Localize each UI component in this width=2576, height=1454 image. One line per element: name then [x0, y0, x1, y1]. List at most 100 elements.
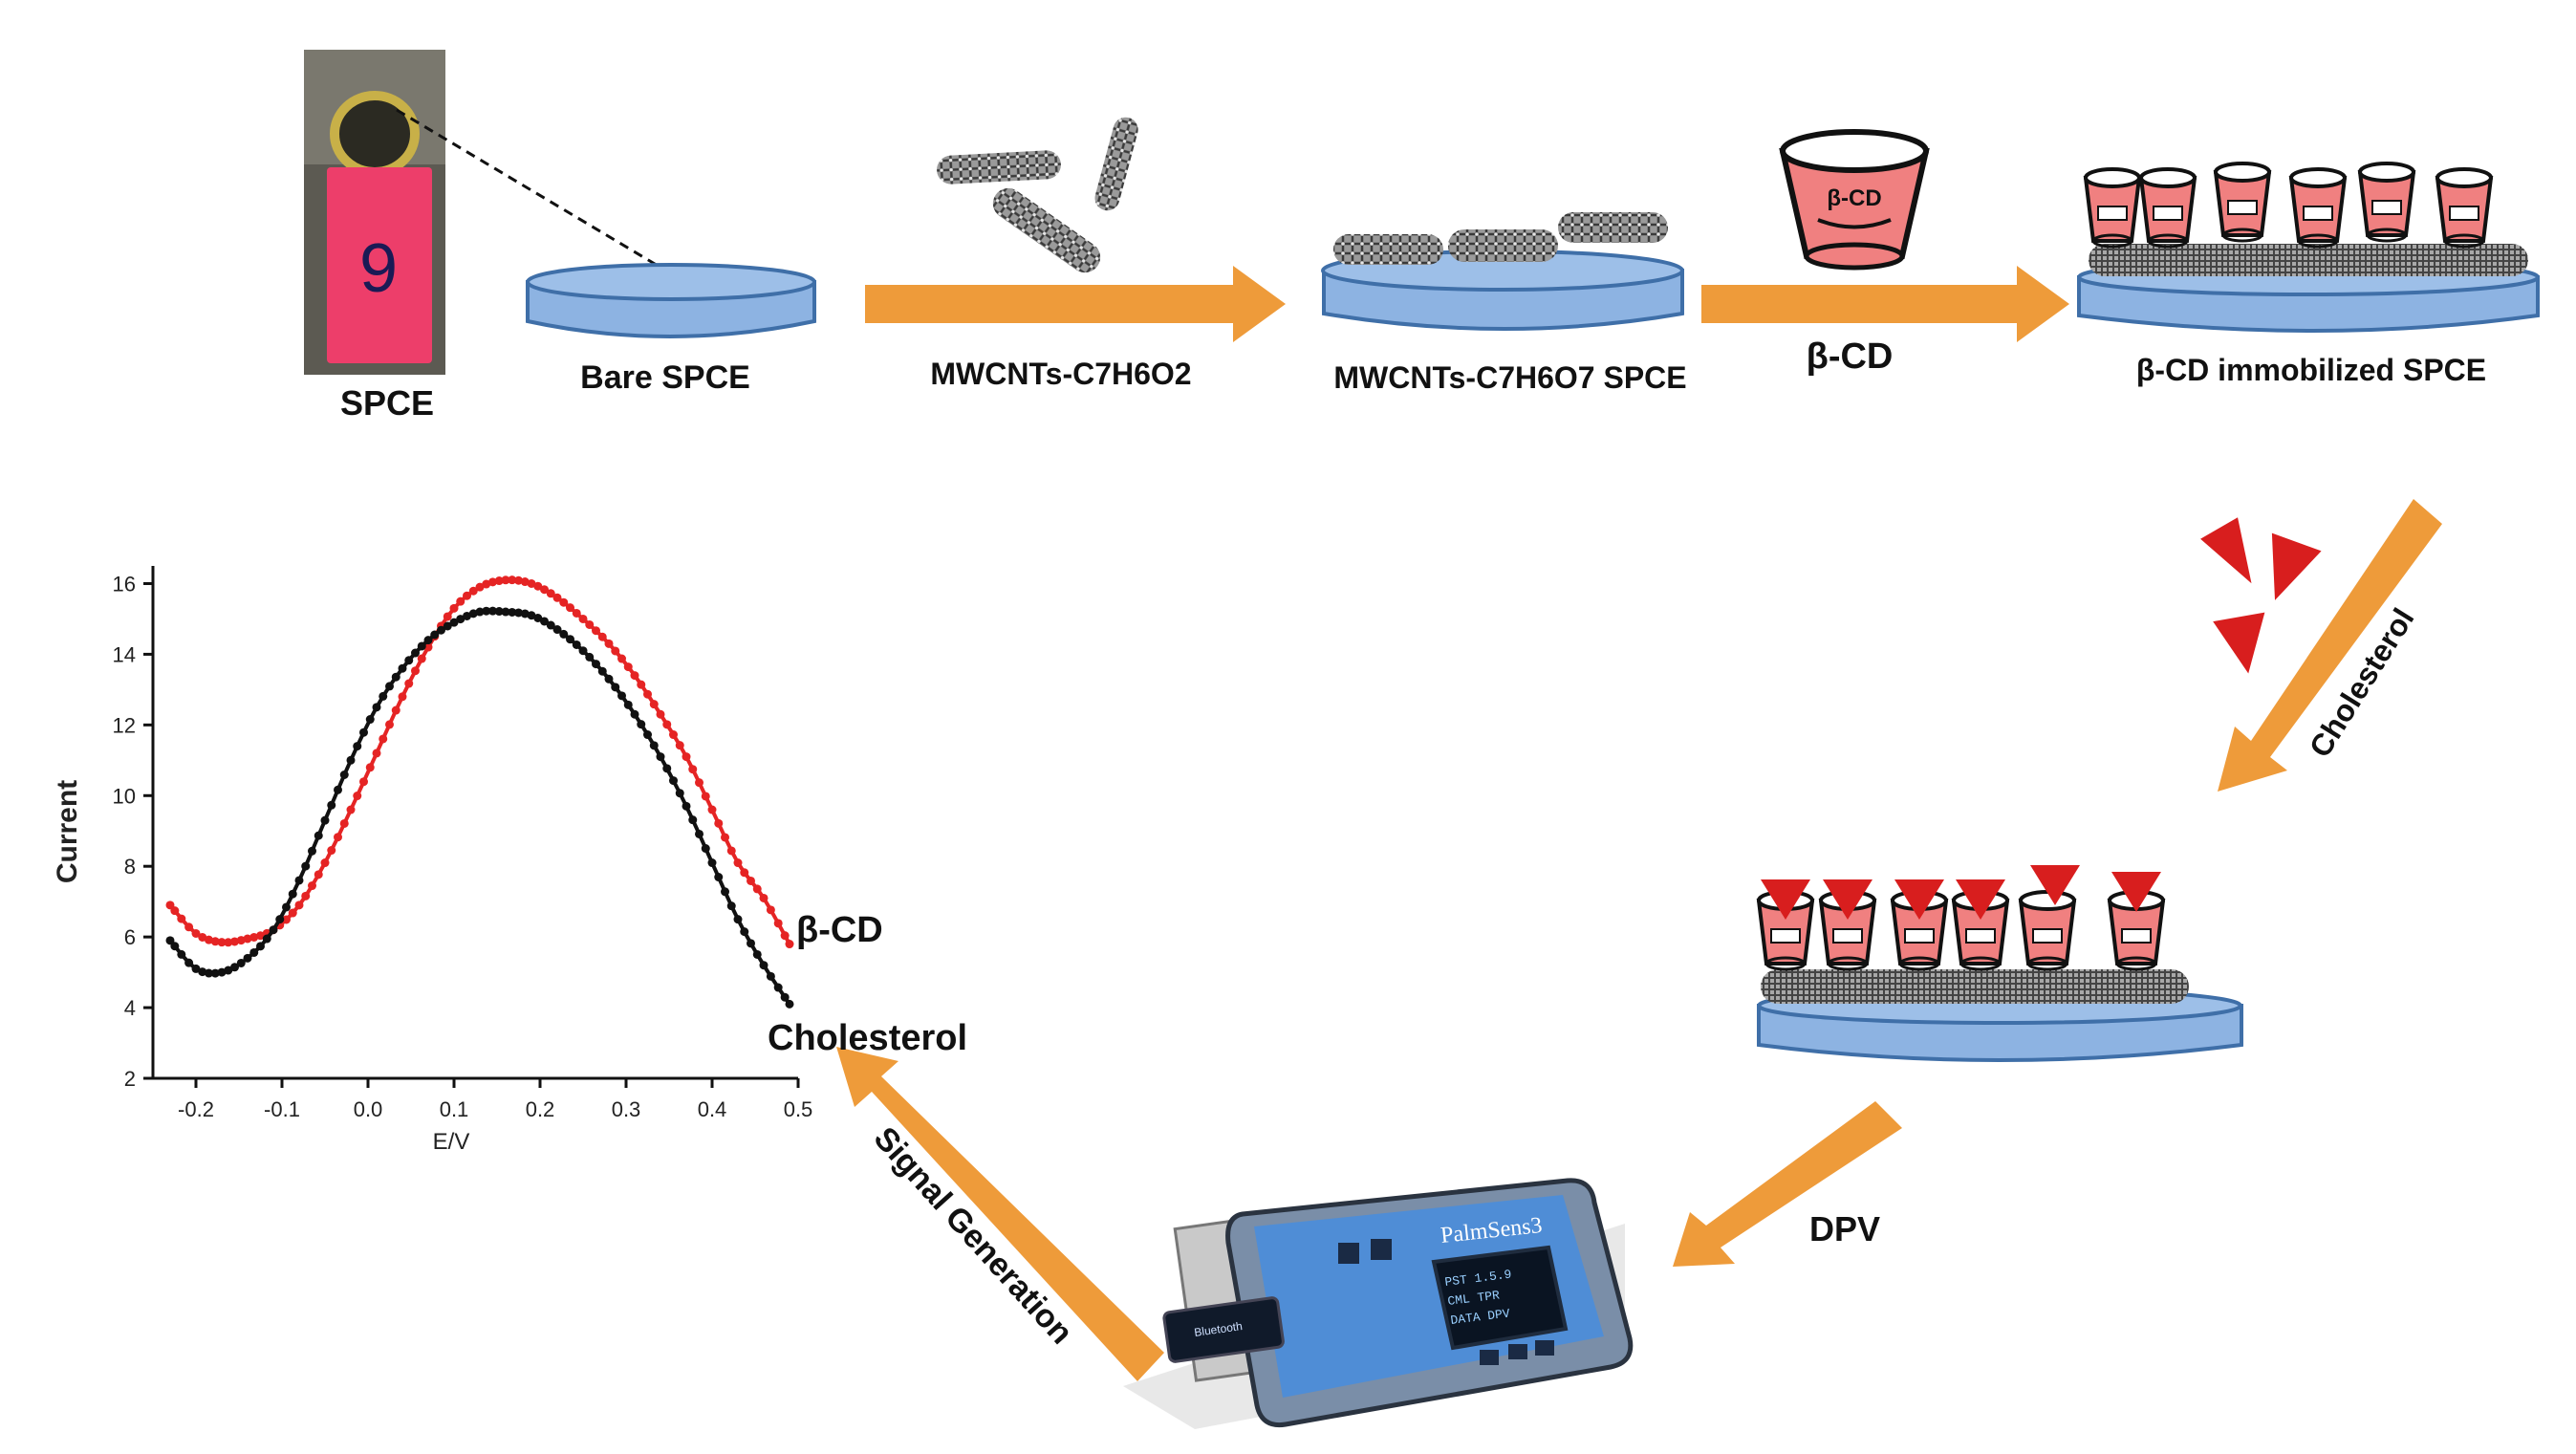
data-point: [721, 887, 729, 897]
data-point: [314, 870, 323, 879]
data-point: [262, 934, 271, 944]
data-point: [198, 967, 207, 977]
data-point: [695, 778, 704, 788]
data-point: [508, 607, 517, 617]
data-point: [449, 618, 459, 627]
data-point: [701, 844, 710, 854]
data-point: [449, 603, 459, 613]
beta-cd-cup-text: β-CD: [1827, 185, 1881, 211]
data-point: [468, 609, 478, 618]
data-point: [372, 703, 381, 712]
data-point: [198, 932, 207, 942]
data-point: [566, 635, 574, 644]
data-point: [707, 805, 717, 814]
data-point: [740, 868, 749, 878]
data-point: [752, 884, 762, 894]
data-point: [320, 858, 330, 868]
y-tick-label: 10: [113, 784, 136, 808]
data-point: [282, 902, 291, 912]
mwcnts-spce-electrode: [1321, 212, 1684, 331]
bluetooth-dongle-label: Bluetooth: [1193, 1319, 1243, 1339]
data-point: [488, 577, 497, 587]
data-point: [630, 671, 639, 681]
y-tick-label: 16: [113, 572, 136, 596]
data-point: [501, 575, 510, 585]
data-point: [205, 968, 213, 978]
label-mwcnts-spce: MWCNTs-C7H6O7 SPCE: [1333, 360, 1686, 395]
data-point: [695, 829, 704, 838]
data-point: [721, 833, 729, 842]
cholesterol-molecules-icon: [2200, 517, 2322, 674]
data-point: [184, 958, 194, 967]
data-point: [585, 652, 595, 662]
x-tick-label: 0.3: [612, 1097, 641, 1121]
data-point: [475, 607, 485, 617]
data-point: [552, 625, 562, 635]
data-point: [501, 607, 510, 617]
data-point: [533, 613, 543, 622]
label-spce: SPCE: [340, 383, 434, 423]
data-point: [334, 785, 342, 794]
data-point: [417, 654, 426, 663]
beta-cd-cup-icon: β-CD: [1779, 129, 1930, 271]
label-beta-cd: β-CD: [1807, 336, 1894, 377]
data-point: [230, 963, 239, 972]
data-point: [411, 648, 420, 658]
data-point: [205, 935, 213, 944]
data-point: [617, 691, 626, 701]
y-tick-label: 12: [113, 713, 136, 737]
x-tick-label: -0.2: [178, 1097, 214, 1121]
data-point: [359, 777, 368, 787]
x-tick-label: -0.1: [264, 1097, 300, 1121]
data-point: [339, 818, 349, 828]
arrow-cholesterol: [2218, 499, 2442, 792]
data-point: [726, 901, 736, 911]
data-point: [766, 905, 775, 915]
label-signal-generation: Signal Generation: [867, 1120, 1080, 1352]
spce-tag-number: 9: [359, 230, 398, 307]
data-point: [327, 846, 336, 856]
data-point: [733, 858, 743, 868]
data-point: [682, 801, 691, 811]
data-point: [520, 609, 530, 618]
data-point: [662, 720, 672, 729]
data-point: [385, 720, 394, 729]
label-beta-cd-immobilized: β-CD immobilized SPCE: [2136, 353, 2486, 387]
data-point: [597, 666, 607, 676]
data-point: [688, 815, 698, 825]
arrow-signal-generation: [836, 1047, 1164, 1381]
data-point: [217, 967, 227, 977]
nanotubes-icon: [937, 117, 1138, 273]
data-point: [334, 833, 342, 842]
data-point: [482, 606, 491, 616]
label-mwcnts-reagent: MWCNTs-C7H6O2: [930, 357, 1191, 391]
data-point: [585, 619, 595, 629]
data-point: [540, 617, 549, 626]
x-axis-label: E/V: [433, 1129, 470, 1155]
data-point: [747, 876, 755, 885]
data-point: [177, 914, 186, 923]
y-tick-label: 4: [124, 996, 136, 1020]
data-point: [714, 873, 724, 882]
data-point: [391, 672, 400, 682]
potentiostat-device: PST 1.5.9 CML TPR DATA DPV PalmSens3 Blu…: [1123, 1178, 1634, 1429]
data-point: [740, 927, 749, 937]
data-point: [372, 749, 381, 758]
data-point: [578, 614, 588, 623]
arrow-dpv: [1673, 1101, 1902, 1267]
data-point: [766, 971, 775, 981]
data-point: [514, 608, 523, 618]
data-point: [217, 938, 227, 947]
data-point: [463, 591, 471, 600]
data-point: [662, 764, 672, 773]
data-point: [365, 763, 375, 772]
data-point: [592, 626, 600, 636]
data-point: [288, 889, 297, 899]
data-point: [346, 805, 356, 814]
data-point: [443, 612, 452, 621]
data-point: [236, 958, 246, 967]
data-point: [578, 646, 588, 656]
spce-photo: 9: [304, 50, 445, 375]
y-tick-label: 8: [124, 855, 136, 879]
